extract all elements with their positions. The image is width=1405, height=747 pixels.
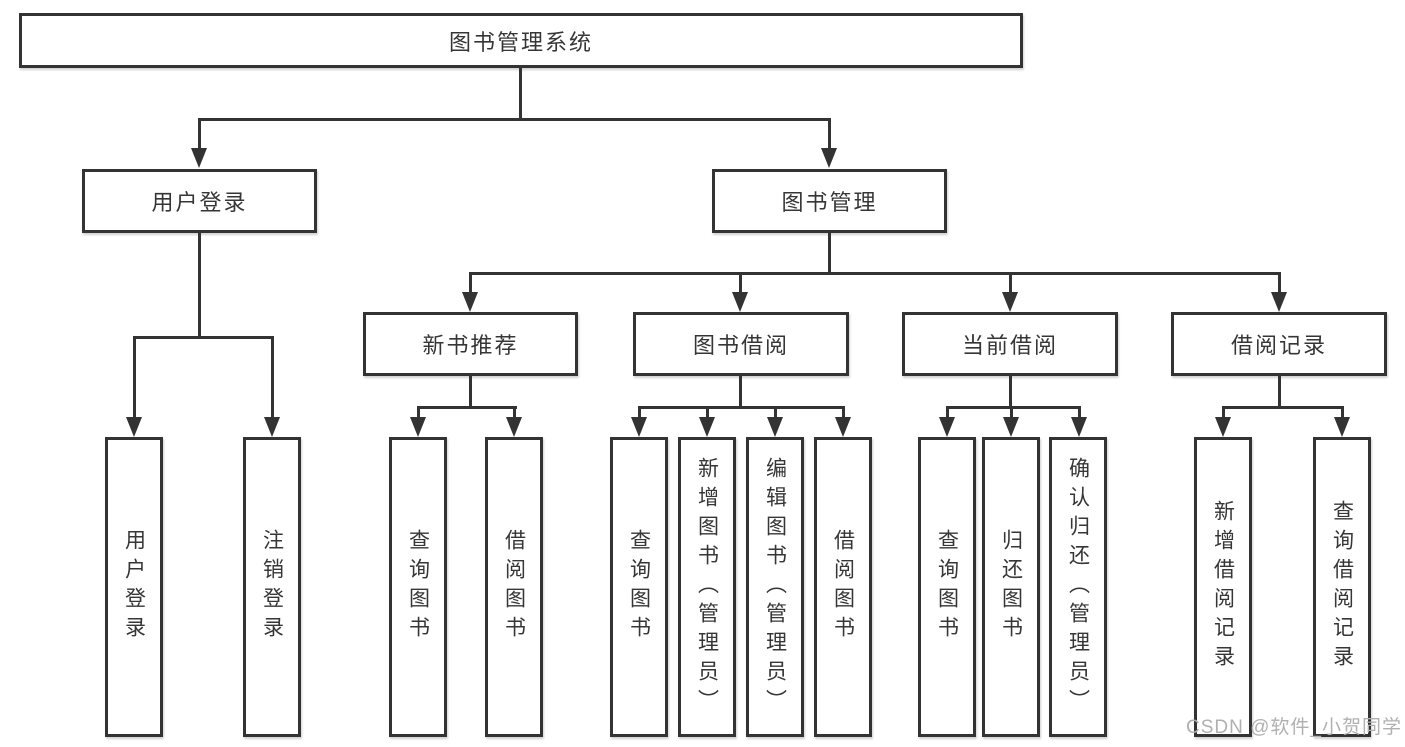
leaf-add-borrow-record: 新增借阅记录	[1194, 437, 1252, 737]
leaf-borrow-books: 借阅图书	[814, 437, 872, 737]
connector-user-login-stem	[198, 233, 201, 338]
arrowhead-down-icon	[939, 417, 955, 437]
connector-stem	[469, 376, 472, 409]
node-borrow-records: 借阅记录	[1171, 312, 1387, 376]
connector-drop-leaf-user-login	[133, 336, 136, 419]
arrowhead-down-icon	[264, 417, 280, 437]
arrowhead-down-icon	[126, 417, 142, 437]
connector-drop	[1222, 406, 1225, 421]
leaf-user-login: 用户登录	[105, 437, 163, 737]
connector-drop	[1010, 406, 1013, 421]
connector-drop-book-borrowing	[739, 272, 742, 296]
arrowhead-down-icon	[1271, 292, 1287, 312]
node-user-login: 用户登录	[82, 169, 317, 233]
arrowhead-down-icon	[699, 417, 715, 437]
csdn-watermark: CSDN @软件_小贺同学	[1186, 717, 1402, 738]
arrowhead-down-icon	[410, 417, 426, 437]
connector-drop	[638, 406, 641, 421]
leaf-logout: 注销登录	[243, 437, 301, 737]
connector-drop	[417, 406, 420, 421]
arrowhead-down-icon	[631, 417, 647, 437]
arrowhead-down-icon	[506, 417, 522, 437]
arrowhead-down-icon	[462, 292, 478, 312]
connector-drop	[706, 406, 709, 421]
node-current-borrowing: 当前借阅	[902, 312, 1118, 376]
arrowhead-down-icon	[1002, 292, 1018, 312]
connector-rail	[1222, 406, 1344, 409]
leaf-edit-books-admin: 编辑图书（管理员）	[746, 437, 804, 737]
arrowhead-down-icon	[1071, 417, 1087, 437]
connector-stem	[1009, 376, 1012, 409]
leaf-add-books-admin: 新增图书（管理员）	[678, 437, 736, 737]
connector-user-login-rail	[133, 336, 274, 339]
connector-drop-book-management	[828, 118, 831, 152]
connector-drop	[946, 406, 949, 421]
leaf-query-books-borrowing: 查询图书	[610, 437, 668, 737]
connector-book-management-stem	[828, 233, 831, 274]
connector-drop	[842, 406, 845, 421]
connector-book-management-rail	[469, 272, 1281, 275]
arrowhead-down-icon	[1215, 417, 1231, 437]
connector-root-rail	[198, 118, 831, 121]
node-root-library-system: 图书管理系统	[19, 13, 1023, 68]
connector-root-stem	[519, 68, 522, 120]
arrowhead-down-icon	[821, 148, 837, 168]
connector-drop	[513, 406, 516, 421]
arrowhead-down-icon	[191, 148, 207, 168]
leaf-return-books: 归还图书	[982, 437, 1040, 737]
connector-drop-leaf-logout	[271, 336, 274, 419]
arrowhead-down-icon	[1334, 417, 1350, 437]
connector-drop-borrow-records	[1278, 272, 1281, 296]
connector-rail	[417, 406, 517, 409]
connector-drop	[1078, 406, 1081, 421]
connector-drop	[774, 406, 777, 421]
leaf-query-books-current: 查询图书	[918, 437, 976, 737]
connector-drop-user-login	[198, 118, 201, 152]
connector-rail	[638, 406, 845, 409]
leaf-confirm-return-admin: 确认归还（管理员）	[1049, 437, 1107, 737]
connector-drop	[1341, 406, 1344, 421]
node-book-borrowing: 图书借阅	[633, 312, 849, 376]
connector-stem	[739, 376, 742, 409]
leaf-borrow-books-recommend: 借阅图书	[485, 437, 543, 737]
connector-drop-current-borrowing	[1009, 272, 1012, 296]
node-new-book-recommend: 新书推荐	[363, 312, 578, 376]
arrowhead-down-icon	[835, 417, 851, 437]
leaf-query-books-recommend: 查询图书	[389, 437, 447, 737]
connector-drop-new-book-recommend	[469, 272, 472, 296]
connector-stem	[1278, 376, 1281, 409]
connector-rail	[946, 406, 1081, 409]
node-book-management: 图书管理	[712, 169, 947, 233]
leaf-query-borrow-record: 查询借阅记录	[1313, 437, 1371, 737]
arrowhead-down-icon	[767, 417, 783, 437]
arrowhead-down-icon	[732, 292, 748, 312]
arrowhead-down-icon	[1003, 417, 1019, 437]
